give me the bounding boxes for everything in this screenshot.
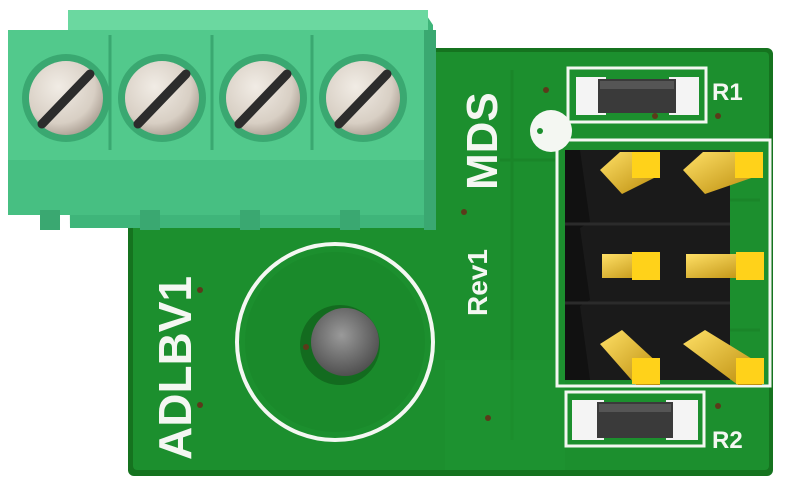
screw-4 (319, 54, 407, 142)
resistor-r2 (564, 390, 706, 448)
screw-2 (118, 54, 206, 142)
mounting-hole (235, 242, 435, 442)
resistor-r1 (566, 66, 708, 124)
screw-1 (22, 54, 110, 142)
fiducial-mark (530, 110, 572, 152)
brand-label: MDS (458, 92, 507, 190)
screw-3 (219, 54, 307, 142)
header-pins (600, 152, 764, 385)
r2-label: R2 (712, 427, 743, 454)
vias (197, 87, 721, 421)
terminal-screws (22, 54, 407, 142)
board-name-label: ADLBV1 (149, 276, 201, 460)
revision-label: Rev1 (462, 249, 493, 316)
r1-label: R1 (712, 79, 743, 106)
